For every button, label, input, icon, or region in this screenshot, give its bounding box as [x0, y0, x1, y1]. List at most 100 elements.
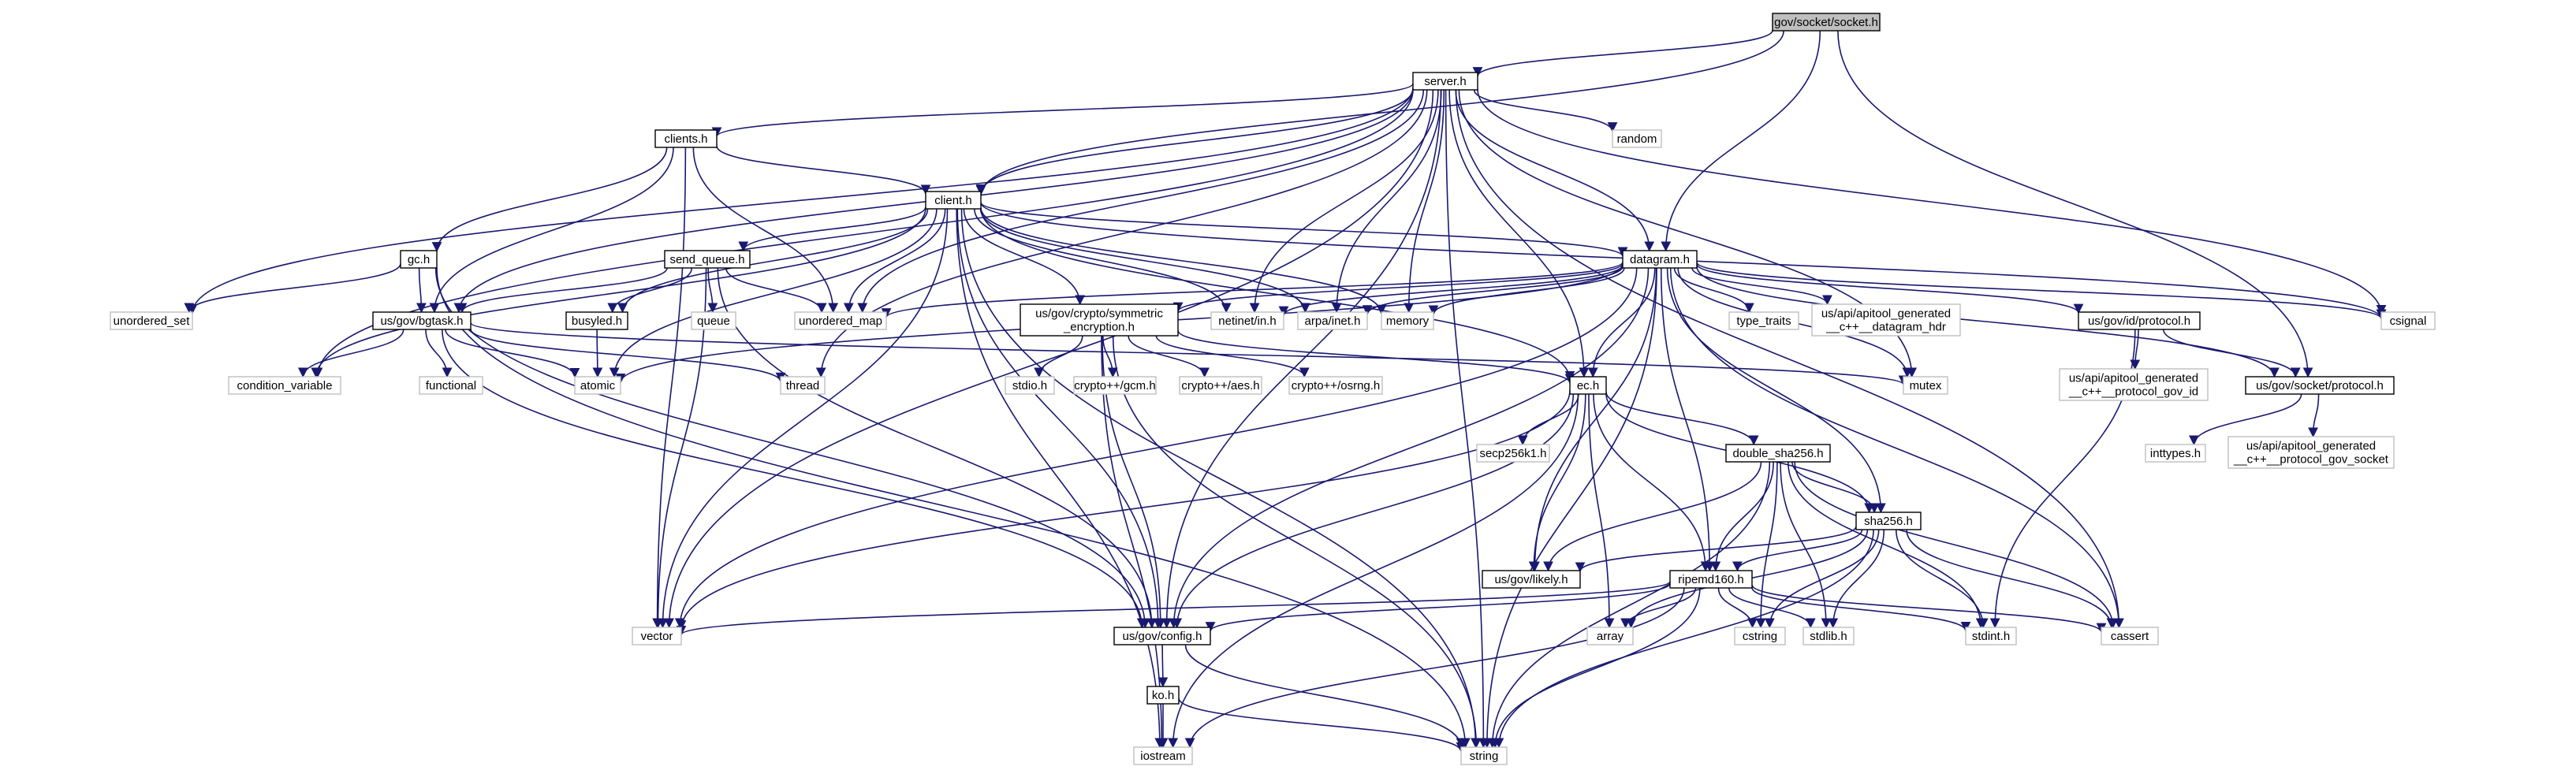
node-ec[interactable]: ec.h — [1569, 376, 1607, 395]
node-label-mutex: mutex — [1910, 379, 1942, 392]
node-box-thread — [780, 376, 826, 395]
node-label-queue: queue — [697, 314, 730, 328]
node-label-functional: functional — [426, 379, 476, 392]
node-gc[interactable]: gc.h — [400, 250, 438, 269]
node-box-unordered_map — [794, 311, 887, 330]
node-label-type_traits: type_traits — [1736, 314, 1791, 328]
edge-ec-to-likely — [1528, 393, 1586, 572]
node-queue: queue — [691, 311, 736, 330]
node-netinet: netinet/in.h — [1210, 311, 1284, 330]
node-label-likely: us/gov/likely.h — [1494, 573, 1568, 586]
edge-datagram-to-sha256 — [1666, 267, 1886, 514]
edge-send_queue-to-queue — [707, 267, 718, 314]
edge-symenc-to-aes — [1128, 335, 1210, 378]
node-box-arpa — [1297, 311, 1368, 330]
node-sha256[interactable]: sha256.h — [1855, 511, 1922, 530]
node-inttypes: inttypes.h — [2145, 444, 2206, 463]
node-cstring: cstring — [1734, 627, 1786, 645]
node-label-symenc: us/gov/crypto/symmetric — [1035, 307, 1163, 321]
node-mutex: mutex — [1903, 376, 1948, 395]
node-label-ec: ec.h — [1577, 379, 1599, 392]
node-box-queue — [691, 311, 736, 330]
node-config[interactable]: us/gov/config.h — [1113, 627, 1211, 645]
node-box-ec — [1569, 376, 1607, 395]
node-client[interactable]: client.h — [925, 191, 982, 210]
node-datagram[interactable]: datagram.h — [1622, 250, 1698, 269]
node-label-server: server.h — [1424, 75, 1466, 88]
node-label-client: client.h — [934, 194, 972, 207]
node-server[interactable]: server.h — [1412, 72, 1478, 91]
edge-sha256-to-likely — [1575, 526, 1857, 573]
node-proto_id: us/api/apitool_generated__c++__protocol_… — [2059, 368, 2209, 401]
node-label-inttypes: inttypes.h — [2150, 447, 2201, 460]
node-box-stdlib — [1802, 627, 1855, 645]
node-arpa: arpa/inet.h — [1297, 311, 1368, 330]
edge-server-to-csignal — [1477, 89, 2387, 315]
node-symenc[interactable]: us/gov/crypto/symmetric_encryption.h — [1020, 303, 1179, 337]
node-label-csignal: csignal — [2390, 314, 2427, 328]
edge-server-to-cassert — [1455, 89, 2124, 629]
node-functional: functional — [419, 376, 483, 395]
node-ripemd[interactable]: ripemd160.h — [1669, 570, 1753, 589]
edge-datagram-to-type_traits — [1673, 267, 1754, 314]
edge-dsha-to-stdlib — [1780, 461, 1832, 629]
edge-sha256-to-cassert — [1906, 529, 2117, 629]
node-box-clients — [654, 129, 718, 148]
edge-server-to-random — [1473, 89, 1618, 132]
node-box-send_queue — [664, 250, 751, 269]
node-label-netinet: netinet/in.h — [1218, 314, 1276, 328]
node-box-ripemd — [1669, 570, 1753, 589]
node-root[interactable]: gov/socket/socket.h — [1772, 13, 1881, 32]
edge-server-to-string — [1445, 89, 1489, 749]
node-send_queue[interactable]: send_queue.h — [664, 250, 751, 269]
node-box-gc — [400, 250, 438, 269]
node-ko[interactable]: ko.h — [1146, 686, 1180, 705]
node-sockproto[interactable]: us/gov/socket/protocol.h — [2245, 376, 2395, 395]
edge-sha256-to-stdlib — [1828, 529, 1885, 629]
edge-ripemd-to-stdlib — [1728, 587, 1816, 629]
node-layer: gov/socket/socket.h server.h clients.h clie… — [110, 13, 2436, 765]
edge-ec-to-config — [1172, 393, 1575, 629]
node-type_traits: type_traits — [1728, 311, 1799, 330]
edge-dsha-to-stdint — [1788, 461, 1986, 629]
node-box-cstring — [1734, 627, 1786, 645]
node-dgram_hdr: us/api/apitool_generated__c++__datagram_… — [1811, 303, 1961, 337]
edge-dsha-to-likely — [1543, 461, 1762, 572]
node-box-ko — [1146, 686, 1180, 705]
node-busyled[interactable]: busyled.h — [565, 311, 628, 330]
node-likely[interactable]: us/gov/likely.h — [1482, 570, 1581, 589]
edge-gc-to-unordered_set — [184, 263, 401, 314]
node-box-vector — [632, 627, 682, 645]
node-box-osrng — [1288, 376, 1383, 395]
edge-server-to-clients — [711, 83, 1414, 138]
node-box-condvar — [228, 376, 341, 395]
node-label-random: random — [1617, 132, 1657, 146]
edge-ripemd-to-vector — [677, 581, 1671, 636]
edge-client-to-ec — [980, 208, 1575, 381]
node-box-busyled — [565, 311, 628, 330]
edge-sha256-to-cstring — [1764, 529, 1880, 629]
edge-symenc-to-gcm — [1102, 335, 1118, 378]
node-label-osrng: crypto++/osrng.h — [1292, 379, 1381, 392]
node-clients[interactable]: clients.h — [654, 129, 718, 148]
node-label-condvar: condition_variable — [237, 379, 333, 392]
node-label-dgram_hdr: __c++__datagram_hdr — [1825, 321, 1946, 334]
node-box-dsha — [1725, 444, 1831, 463]
edge-ko-to-string — [1178, 697, 1467, 753]
edge-server-to-client — [975, 88, 1414, 195]
edge-server-to-memory — [1404, 89, 1445, 314]
node-label-proto_id: __c++__protocol_gov_id — [2068, 385, 2198, 399]
edge-client-to-vector — [658, 208, 949, 629]
node-box-symenc — [1020, 303, 1179, 337]
node-dsha[interactable]: double_sha256.h — [1725, 444, 1831, 463]
node-idproto[interactable]: us/gov/id/protocol.h — [2078, 311, 2201, 330]
node-label-proto_sock: us/api/apitool_generated — [2246, 440, 2376, 453]
node-box-atomic — [574, 376, 621, 395]
node-memory: memory — [1381, 311, 1434, 330]
node-label-symenc: _encryption.h — [1063, 321, 1135, 334]
node-label-stdint: stdint.h — [1972, 630, 2010, 643]
node-bgtask[interactable]: us/gov/bgtask.h — [372, 311, 472, 330]
edge-busyled-to-atomic — [592, 329, 603, 378]
edge-gc-to-string — [436, 267, 1471, 749]
